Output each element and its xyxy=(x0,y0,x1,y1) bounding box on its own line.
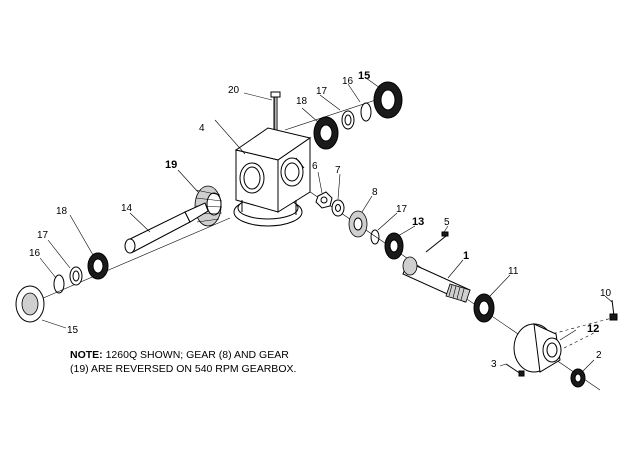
part-16-snap-ring-left xyxy=(53,274,65,294)
label-part-17-top: 17 xyxy=(316,86,328,97)
part-12-end-cap xyxy=(513,323,562,373)
label-part-7: 7 xyxy=(335,165,341,176)
part-19-bevel-gear xyxy=(194,185,223,227)
label-part-11: 11 xyxy=(508,266,519,277)
label-part-1: 1 xyxy=(463,250,469,262)
part-13-bearing xyxy=(384,232,404,260)
label-part-5: 5 xyxy=(444,217,450,228)
part-2-oil-seal xyxy=(570,368,586,388)
label-part-13: 13 xyxy=(412,216,424,228)
part-6-nut xyxy=(315,191,333,209)
label-part-16-top: 16 xyxy=(342,76,354,87)
part-14-shaft xyxy=(124,202,209,254)
label-part-2: 2 xyxy=(596,350,602,361)
label-part-12: 12 xyxy=(587,323,599,335)
leader-lines xyxy=(39,77,613,373)
part-1-pinion-shaft xyxy=(402,256,471,303)
label-part-14: 14 xyxy=(121,203,133,214)
label-part-8: 8 xyxy=(372,187,378,198)
part-15-cap-top xyxy=(373,81,403,119)
label-part-3: 3 xyxy=(491,359,497,370)
part-8-bevel-gear xyxy=(348,210,368,238)
label-part-20: 20 xyxy=(228,85,240,96)
label-part-19: 19 xyxy=(165,159,177,171)
diagram-note: NOTE: 1260Q SHOWN; GEAR (8) AND GEAR (19… xyxy=(70,349,296,375)
part-18-bearing-left xyxy=(87,252,109,280)
label-part-10: 10 xyxy=(600,288,612,299)
label-part-18-top: 18 xyxy=(296,96,308,107)
label-part-15-left: 15 xyxy=(67,325,79,336)
note-prefix: NOTE: xyxy=(70,349,103,361)
label-part-16-left: 16 xyxy=(29,248,41,259)
label-part-17-mid: 17 xyxy=(396,204,408,215)
label-part-18-left: 18 xyxy=(56,206,68,217)
part-16-snap-ring-top xyxy=(360,102,372,122)
part-4-housing xyxy=(233,127,312,227)
part-3-cap-screw xyxy=(505,363,525,377)
part-15-cap-left xyxy=(15,285,45,323)
part-17-seal-top xyxy=(341,110,355,130)
part-labels: 20 4 19 14 18 17 16 15 18 17 16 15 6 7 8… xyxy=(29,70,612,370)
part-11-bearing xyxy=(473,293,495,323)
note-line-2: (19) ARE REVERSED ON 540 RPM GEARBOX. xyxy=(70,363,296,375)
note-line-1-text: 1260Q SHOWN; GEAR (8) AND GEAR xyxy=(103,349,290,361)
part-17-seal-left xyxy=(69,266,83,286)
part-7-washer xyxy=(331,199,345,217)
part-17-seal-mid xyxy=(370,229,380,245)
note-line-1: NOTE: 1260Q SHOWN; GEAR (8) AND GEAR xyxy=(70,349,289,361)
part-20-breather xyxy=(270,91,281,132)
label-part-17-left: 17 xyxy=(37,230,49,241)
label-part-4: 4 xyxy=(199,123,205,134)
part-5-key xyxy=(425,231,449,253)
part-18-bearing-top xyxy=(313,116,339,150)
part-10-cap-screw xyxy=(609,299,618,321)
label-part-6: 6 xyxy=(312,161,318,172)
label-part-15-top: 15 xyxy=(358,70,370,82)
